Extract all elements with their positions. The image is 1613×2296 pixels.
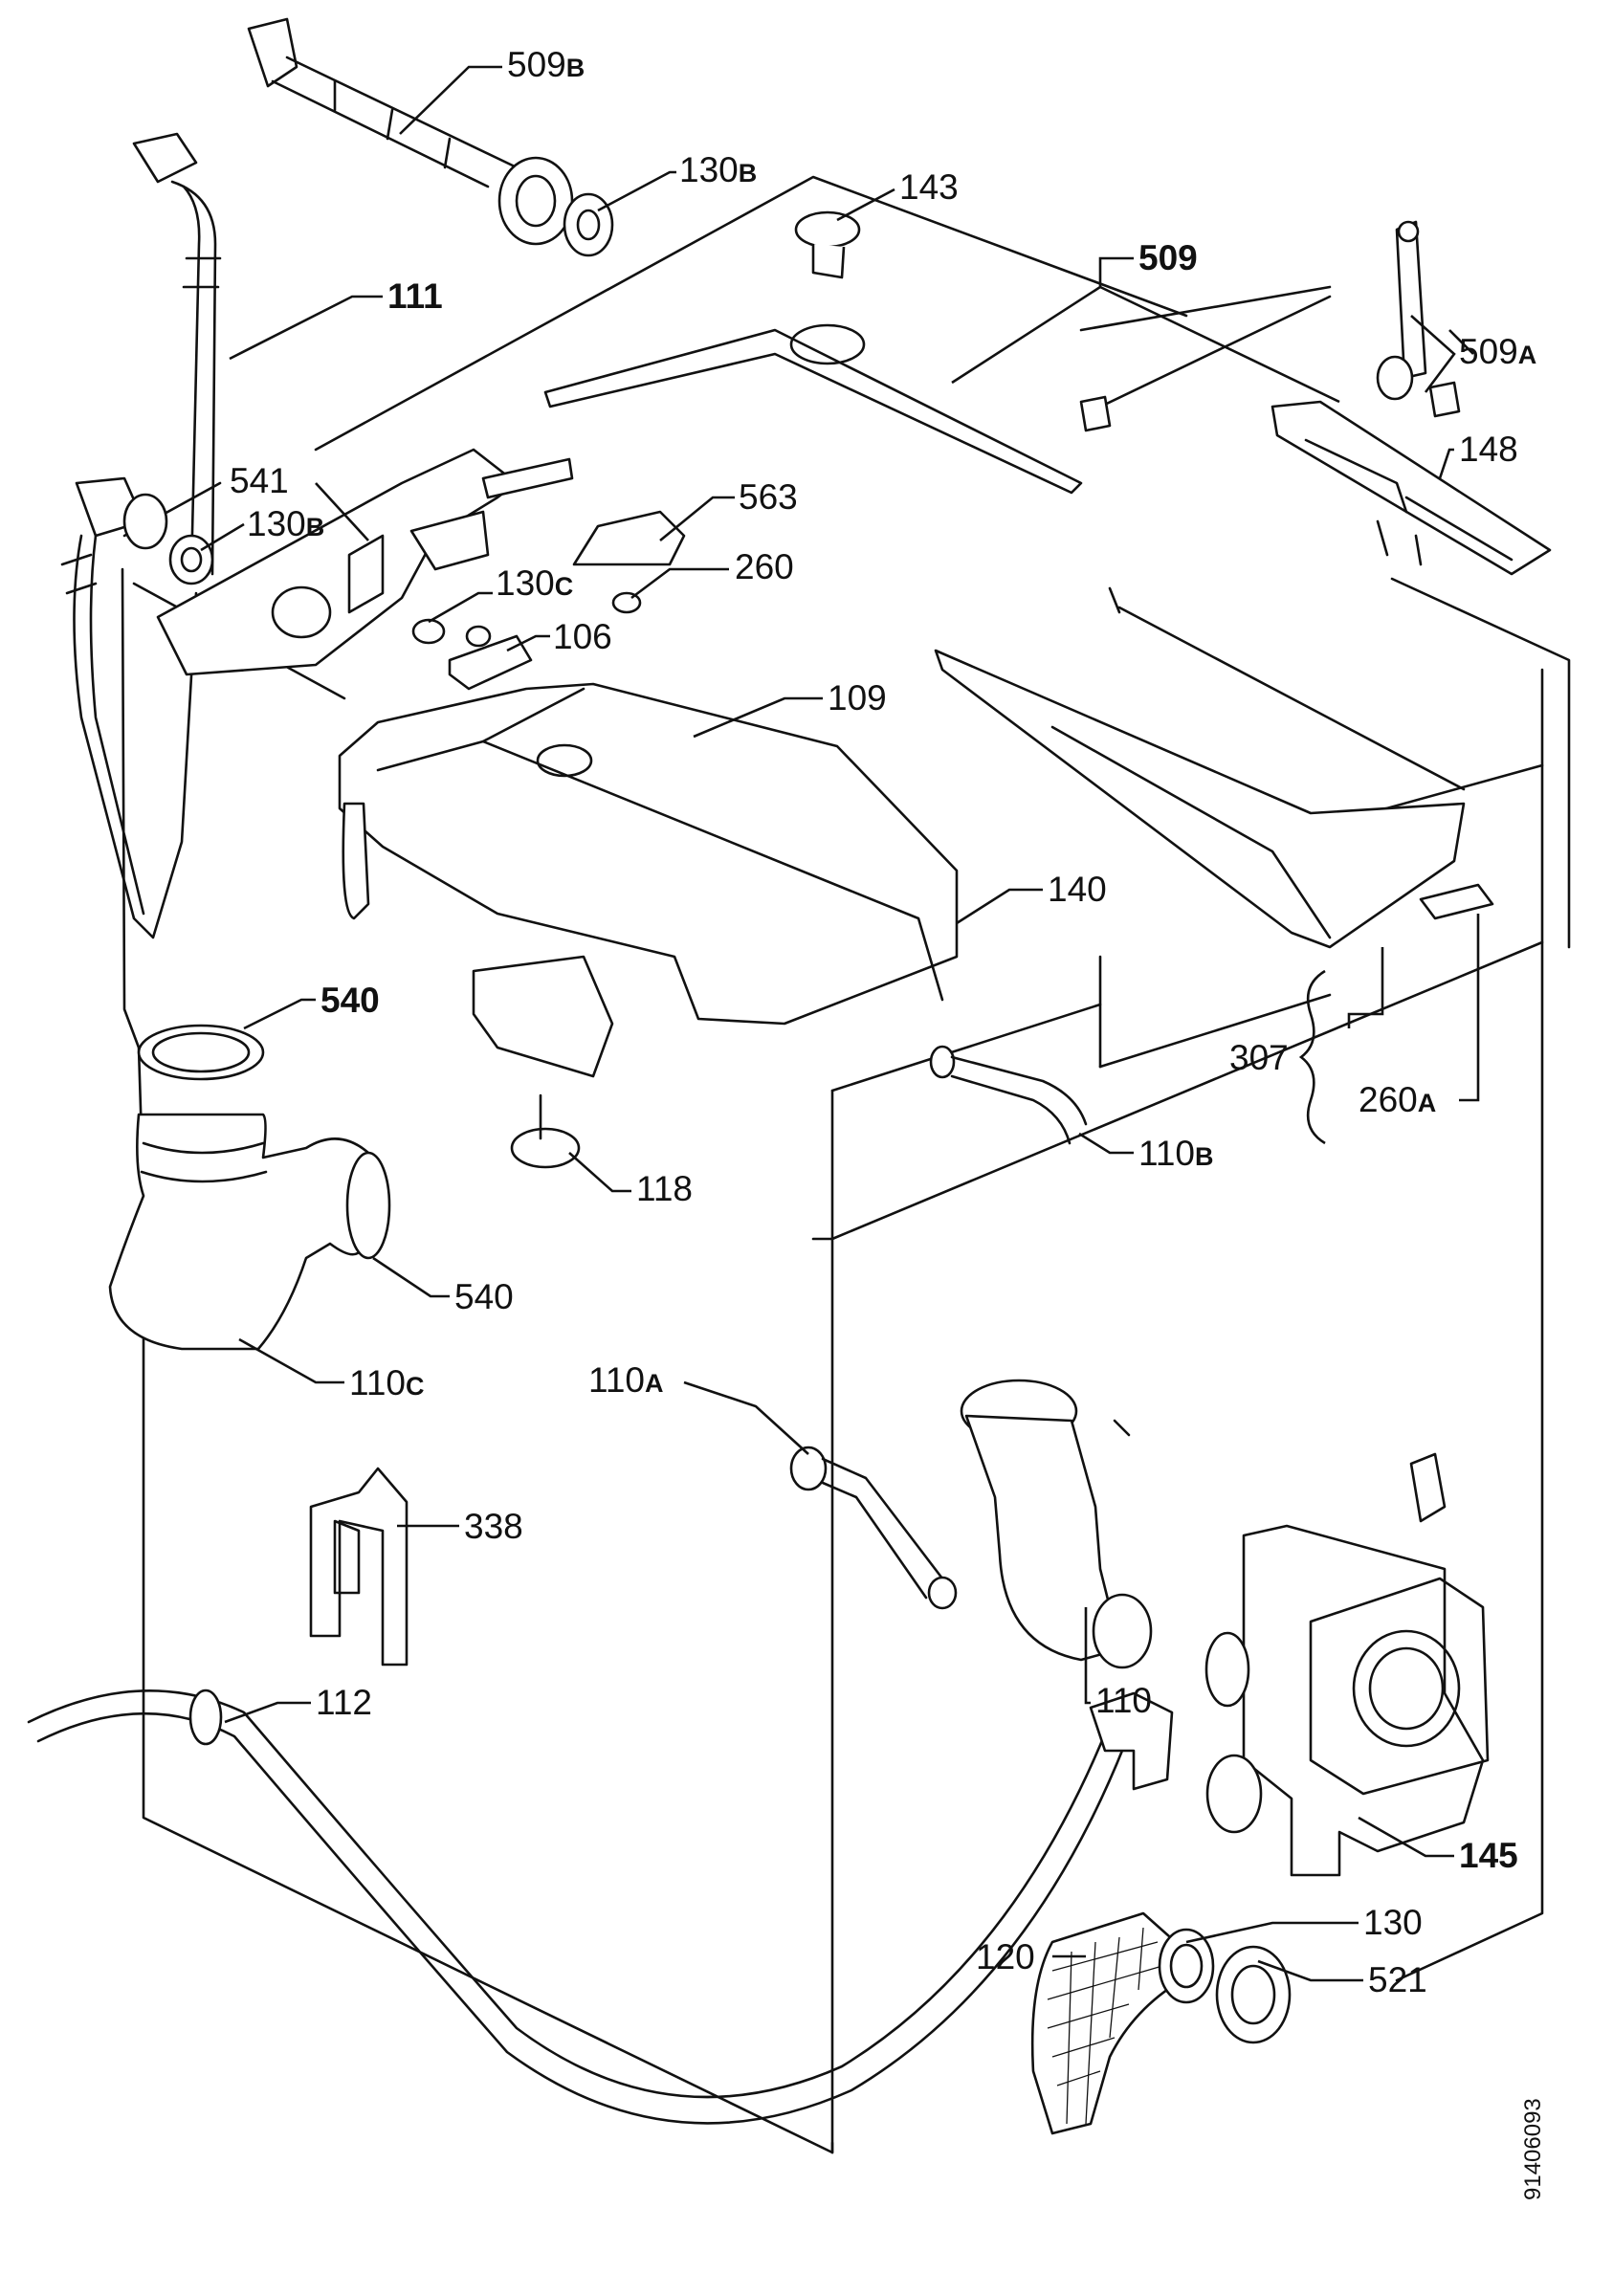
callout-110b: 110B xyxy=(1138,1134,1214,1173)
lever-509a xyxy=(1376,220,1461,418)
nut-130c xyxy=(411,618,446,645)
callout-110: 110 xyxy=(1095,1681,1152,1720)
nut-130b-left xyxy=(168,534,214,585)
callout-106: 106 xyxy=(553,617,612,656)
tray-148 xyxy=(1271,400,1552,576)
callout-338: 338 xyxy=(464,1507,523,1546)
foot-118 xyxy=(510,1093,581,1169)
callout-307: 307 xyxy=(1229,1038,1289,1077)
cap-521 xyxy=(1215,1945,1292,2044)
nut-130b-upper xyxy=(563,192,614,257)
callout-120: 120 xyxy=(976,1937,1035,1976)
callout-130b-upper: 130B xyxy=(679,150,757,189)
callout-130c: 130C xyxy=(496,563,573,603)
callout-540-lower: 540 xyxy=(454,1277,514,1316)
knob-143 xyxy=(794,210,861,279)
callout-labels: 509B 130B 143 509 111 509A 541 130B 563 … xyxy=(230,45,1536,1999)
bracket-509 xyxy=(543,285,1332,495)
valve-bracket-541 xyxy=(156,448,574,676)
bellows-110 xyxy=(960,1379,1153,1669)
cover-563 xyxy=(572,510,686,566)
inlet-hose-111 xyxy=(60,132,222,939)
callout-260a: 260A xyxy=(1359,1080,1436,1119)
callout-109: 109 xyxy=(828,678,887,718)
ring-130 xyxy=(1158,1928,1215,2004)
callout-112: 112 xyxy=(316,1683,372,1722)
callout-541: 541 xyxy=(230,461,289,500)
callout-143: 143 xyxy=(899,167,959,207)
callout-521: 521 xyxy=(1368,1960,1427,1999)
callout-118: 118 xyxy=(636,1169,693,1208)
callout-509: 509 xyxy=(1138,238,1198,277)
clamp-106 xyxy=(448,625,533,691)
callout-130: 130 xyxy=(1363,1903,1423,1942)
bellows-110c xyxy=(108,1024,391,1351)
callout-145: 145 xyxy=(1459,1836,1518,1875)
callout-110c: 110C xyxy=(349,1363,425,1402)
callout-563: 563 xyxy=(739,477,798,517)
callout-540-upper: 540 xyxy=(320,981,380,1020)
drawer-307 xyxy=(934,586,1466,949)
clip-260a xyxy=(1419,883,1494,920)
callout-148: 148 xyxy=(1459,430,1518,469)
hose-110b xyxy=(929,1045,1088,1145)
pipe-509b xyxy=(247,17,574,246)
leader-lines xyxy=(200,65,1480,1982)
callout-509b: 509B xyxy=(507,45,585,84)
callout-111: 111 xyxy=(387,276,443,316)
callout-140: 140 xyxy=(1048,870,1107,909)
callout-110a: 110A xyxy=(588,1360,664,1400)
hose-110a xyxy=(789,1446,958,1610)
clip-338 xyxy=(309,1467,409,1667)
pump-housing-145 xyxy=(1204,1452,1490,1877)
callout-509a: 509A xyxy=(1459,332,1536,371)
document-number: 91406093 xyxy=(1520,2098,1546,2200)
drain-hose-112 xyxy=(27,1689,1174,2125)
callout-260: 260 xyxy=(735,547,794,586)
dispenser-housing-109 xyxy=(338,682,959,1078)
callout-130b-left: 130B xyxy=(247,504,324,543)
